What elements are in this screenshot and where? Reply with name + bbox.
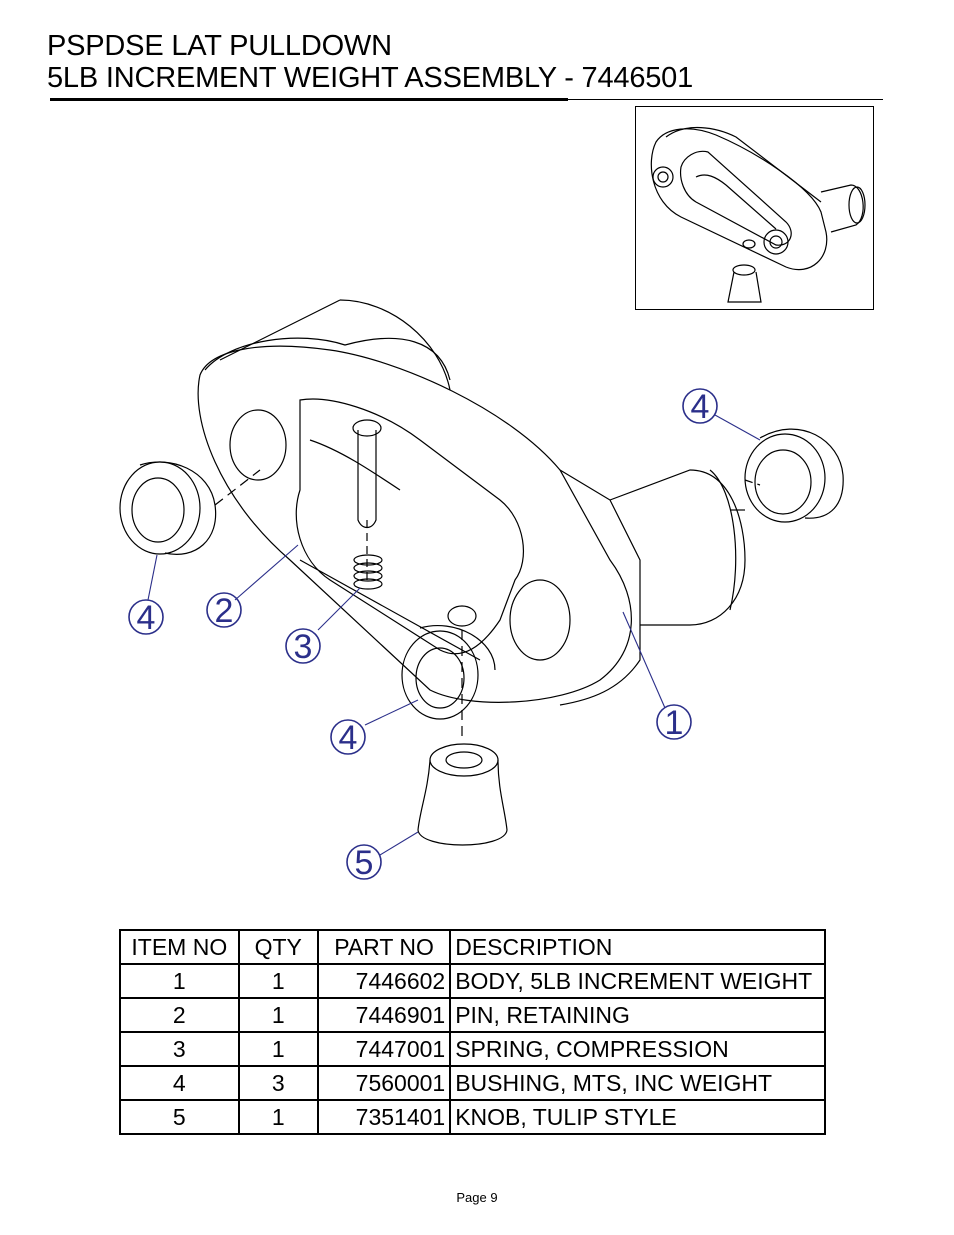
cell-qty: 1 [237,997,319,1033]
page-number: Page 9 [456,1190,498,1205]
callout-label-1: 1 [665,704,684,742]
bushing-bottom [401,624,496,740]
callout-label-4a: 4 [137,599,156,637]
cell-item-no: 4 [119,1065,240,1101]
cell-item-no: 1 [119,963,240,999]
bushing-right [744,428,844,523]
cell-description: BODY, 5LB INCREMENT WEIGHT [449,963,826,999]
cell-qty: 1 [237,1099,319,1135]
assembled-view-drawing [650,126,866,303]
callout-circle-4a [128,599,164,635]
tulip-knob [417,743,508,846]
callout-circle-1 [656,704,692,740]
cell-description: KNOB, TULIP STYLE [449,1099,826,1135]
table-row: 4 3 7560001 BUSHING, MTS, INC WEIGHT [119,1065,826,1101]
cell-part-no: 7446602 [316,963,452,999]
weight-body [197,299,746,706]
cell-description: BUSHING, MTS, INC WEIGHT [449,1065,826,1101]
header-qty: QTY [237,929,319,965]
header-part-no: PART NO [316,929,452,965]
header-item-no: ITEM NO [119,929,240,965]
title-line-2: 5LB INCREMENT WEIGHT ASSEMBLY - 7446501 [47,62,694,94]
compression-spring [353,554,383,590]
retaining-pin [352,419,382,580]
table-row: 3 1 7447001 SPRING, COMPRESSION [119,1031,826,1067]
table-row: 1 1 7446602 BODY, 5LB INCREMENT WEIGHT [119,963,826,999]
cell-item-no: 5 [119,1099,240,1135]
cell-part-no: 7560001 [316,1065,452,1101]
callout-circle-2 [206,592,242,628]
cell-qty: 3 [237,1065,319,1101]
bushing-left [119,461,261,555]
callout-circle-5 [346,844,382,880]
callout-circle-3 [285,628,321,664]
callout-circles [128,388,718,880]
cell-description: SPRING, COMPRESSION [449,1031,826,1067]
header-description: DESCRIPTION [449,929,826,965]
cell-item-no: 3 [119,1031,240,1067]
cell-part-no: 7447001 [316,1031,452,1067]
table-row: 2 1 7446901 PIN, RETAINING [119,997,826,1033]
cell-item-no: 2 [119,997,240,1033]
title-underline-thin [50,99,883,100]
cell-part-no: 7446901 [316,997,452,1033]
leader-lines [147,414,761,856]
callout-label-5: 5 [355,844,374,882]
callout-label-2: 2 [215,592,234,630]
callout-label-4b: 4 [339,719,358,757]
cell-qty: 1 [237,1031,319,1067]
cell-qty: 1 [237,963,319,999]
table-header-row: ITEM NO QTY PART NO DESCRIPTION [119,929,826,965]
assembled-view-inset [635,106,874,310]
callout-circle-4b [330,719,366,755]
cell-part-no: 7351401 [316,1099,452,1135]
callout-label-3: 3 [294,628,313,666]
parts-table: ITEM NO QTY PART NO DESCRIPTION 1 1 7446… [119,929,826,1135]
title-line-1: PSPDSE LAT PULLDOWN [47,30,392,62]
cell-description: PIN, RETAINING [449,997,826,1033]
exploded-view-drawing: 4 2 3 4 1 4 5 [119,299,844,882]
callout-circle-4c [682,388,718,424]
table-row: 5 1 7351401 KNOB, TULIP STYLE [119,1099,826,1135]
callout-label-4c: 4 [691,388,710,426]
